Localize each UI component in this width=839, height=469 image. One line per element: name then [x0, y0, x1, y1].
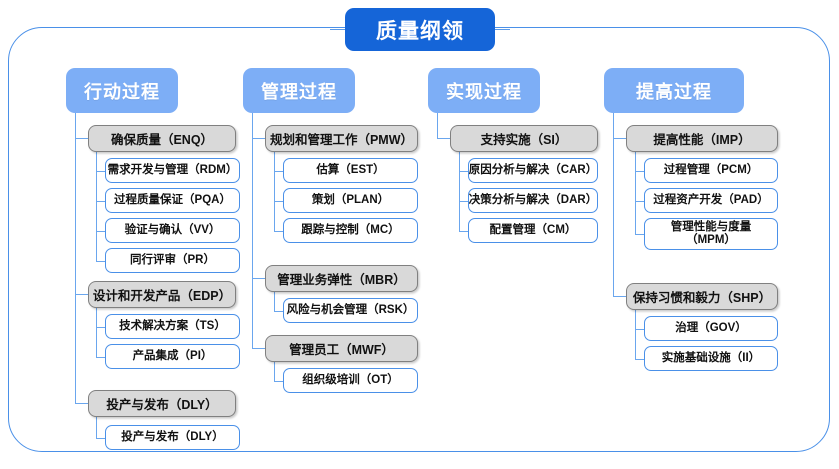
leaf-node-ot: 组织级培训（OT）	[283, 368, 418, 393]
leaf-node-mc: 跟踪与控制（MC）	[283, 218, 418, 243]
subtrunk-si	[459, 152, 461, 232]
connector-h-pad	[635, 201, 645, 203]
leaf-node-cm: 配置管理（CM）	[468, 218, 598, 243]
connector-h-rsk	[274, 311, 284, 313]
subtrunk-mwf	[274, 362, 276, 382]
connector-h-pmw	[252, 138, 266, 140]
subtrunk-shp	[635, 310, 637, 360]
column-header-implement: 实现过程	[428, 68, 540, 113]
leaf-node-dly: 投产与发布（DLY）	[105, 425, 240, 450]
trunk-col-improve	[613, 113, 615, 296]
leaf-node-pqa: 过程质量保证（PQA）	[105, 188, 240, 213]
connector-h-imp	[613, 138, 627, 140]
leaf-node-rsk: 风险与机会管理（RSK）	[283, 298, 418, 323]
connector-h-ot	[274, 381, 284, 383]
leaf-node-ts: 技术解决方案（TS）	[105, 314, 240, 339]
subtrunk-mbr	[274, 292, 276, 312]
connector-h-ts	[96, 327, 106, 329]
connector-h-edp	[75, 294, 89, 296]
connector-h-rdm	[96, 171, 106, 173]
leaf-node-plan: 策划（PLAN）	[283, 188, 418, 213]
leaf-node-ii: 实施基础设施（II）	[644, 346, 778, 371]
connector-h-plan	[274, 201, 284, 203]
root-spine-left	[330, 29, 348, 31]
group-node-mwf: 管理员工（MWF）	[265, 335, 418, 362]
group-node-pmw: 规划和管理工作（PMW）	[265, 125, 418, 152]
leaf-node-pcm: 过程管理（PCM）	[644, 158, 778, 183]
leaf-node-pad: 过程资产开发（PAD）	[644, 188, 778, 213]
leaf-node-est: 估算（EST）	[283, 158, 418, 183]
connector-h-dly-leaf	[96, 438, 106, 440]
subtrunk-pmw	[274, 152, 276, 232]
group-node-mbr: 管理业务弹性（MBR）	[265, 265, 418, 292]
connector-h-enq	[75, 138, 89, 140]
connector-h-si	[437, 138, 451, 140]
connector-h-shp	[613, 296, 627, 298]
connector-h-car	[459, 171, 469, 173]
leaf-node-vv: 验证与确认（VV）	[105, 218, 240, 243]
connector-h-mwf	[252, 348, 266, 350]
connector-h-gov	[635, 329, 645, 331]
leaf-node-gov: 治理（GOV）	[644, 316, 778, 341]
leaf-node-pi: 产品集成（PI）	[105, 344, 240, 369]
group-node-dly: 投产与发布（DLY）	[88, 390, 236, 417]
column-header-manage: 管理过程	[243, 68, 355, 113]
leaf-node-mpm: 管理性能与度量（MPM）	[644, 218, 778, 250]
trunk-col-manage	[252, 113, 254, 348]
root-spine-right	[492, 29, 510, 31]
subtrunk-imp	[635, 152, 637, 235]
connector-h-ii	[635, 359, 645, 361]
subtrunk-dly	[96, 417, 98, 439]
connector-h-pcm	[635, 171, 645, 173]
connector-h-cm	[459, 231, 469, 233]
connector-h-pi	[96, 357, 106, 359]
subtrunk-edp	[96, 308, 98, 358]
leaf-node-dar: 决策分析与解决（DAR）	[468, 188, 598, 213]
column-header-improve: 提高过程	[604, 68, 744, 113]
trunk-col-implement	[437, 113, 439, 139]
group-node-edp: 设计和开发产品（EDP）	[88, 281, 236, 308]
leaf-node-rdm: 需求开发与管理（RDM）	[105, 158, 240, 183]
connector-h-vv	[96, 231, 106, 233]
group-node-si: 支持实施（SI）	[450, 125, 598, 152]
connector-h-est	[274, 171, 284, 173]
connector-h-mpm	[635, 234, 645, 236]
connector-h-mc	[274, 231, 284, 233]
connector-h-dly	[75, 403, 89, 405]
connector-h-dar	[459, 201, 469, 203]
leaf-node-pr: 同行评审（PR）	[105, 248, 240, 273]
connector-h-mbr	[252, 278, 266, 280]
group-node-shp: 保持习惯和毅力（SHP）	[626, 283, 778, 310]
leaf-node-car: 原因分析与解决（CAR）	[468, 158, 598, 183]
connector-h-pqa	[96, 201, 106, 203]
subtrunk-enq	[96, 152, 98, 262]
connector-h-pr	[96, 261, 106, 263]
trunk-col-action	[75, 113, 77, 403]
root-node: 质量纲领	[345, 8, 495, 51]
group-node-imp: 提高性能（IMP）	[626, 125, 778, 152]
group-node-enq: 确保质量（ENQ）	[88, 125, 236, 152]
column-header-action: 行动过程	[66, 68, 178, 113]
